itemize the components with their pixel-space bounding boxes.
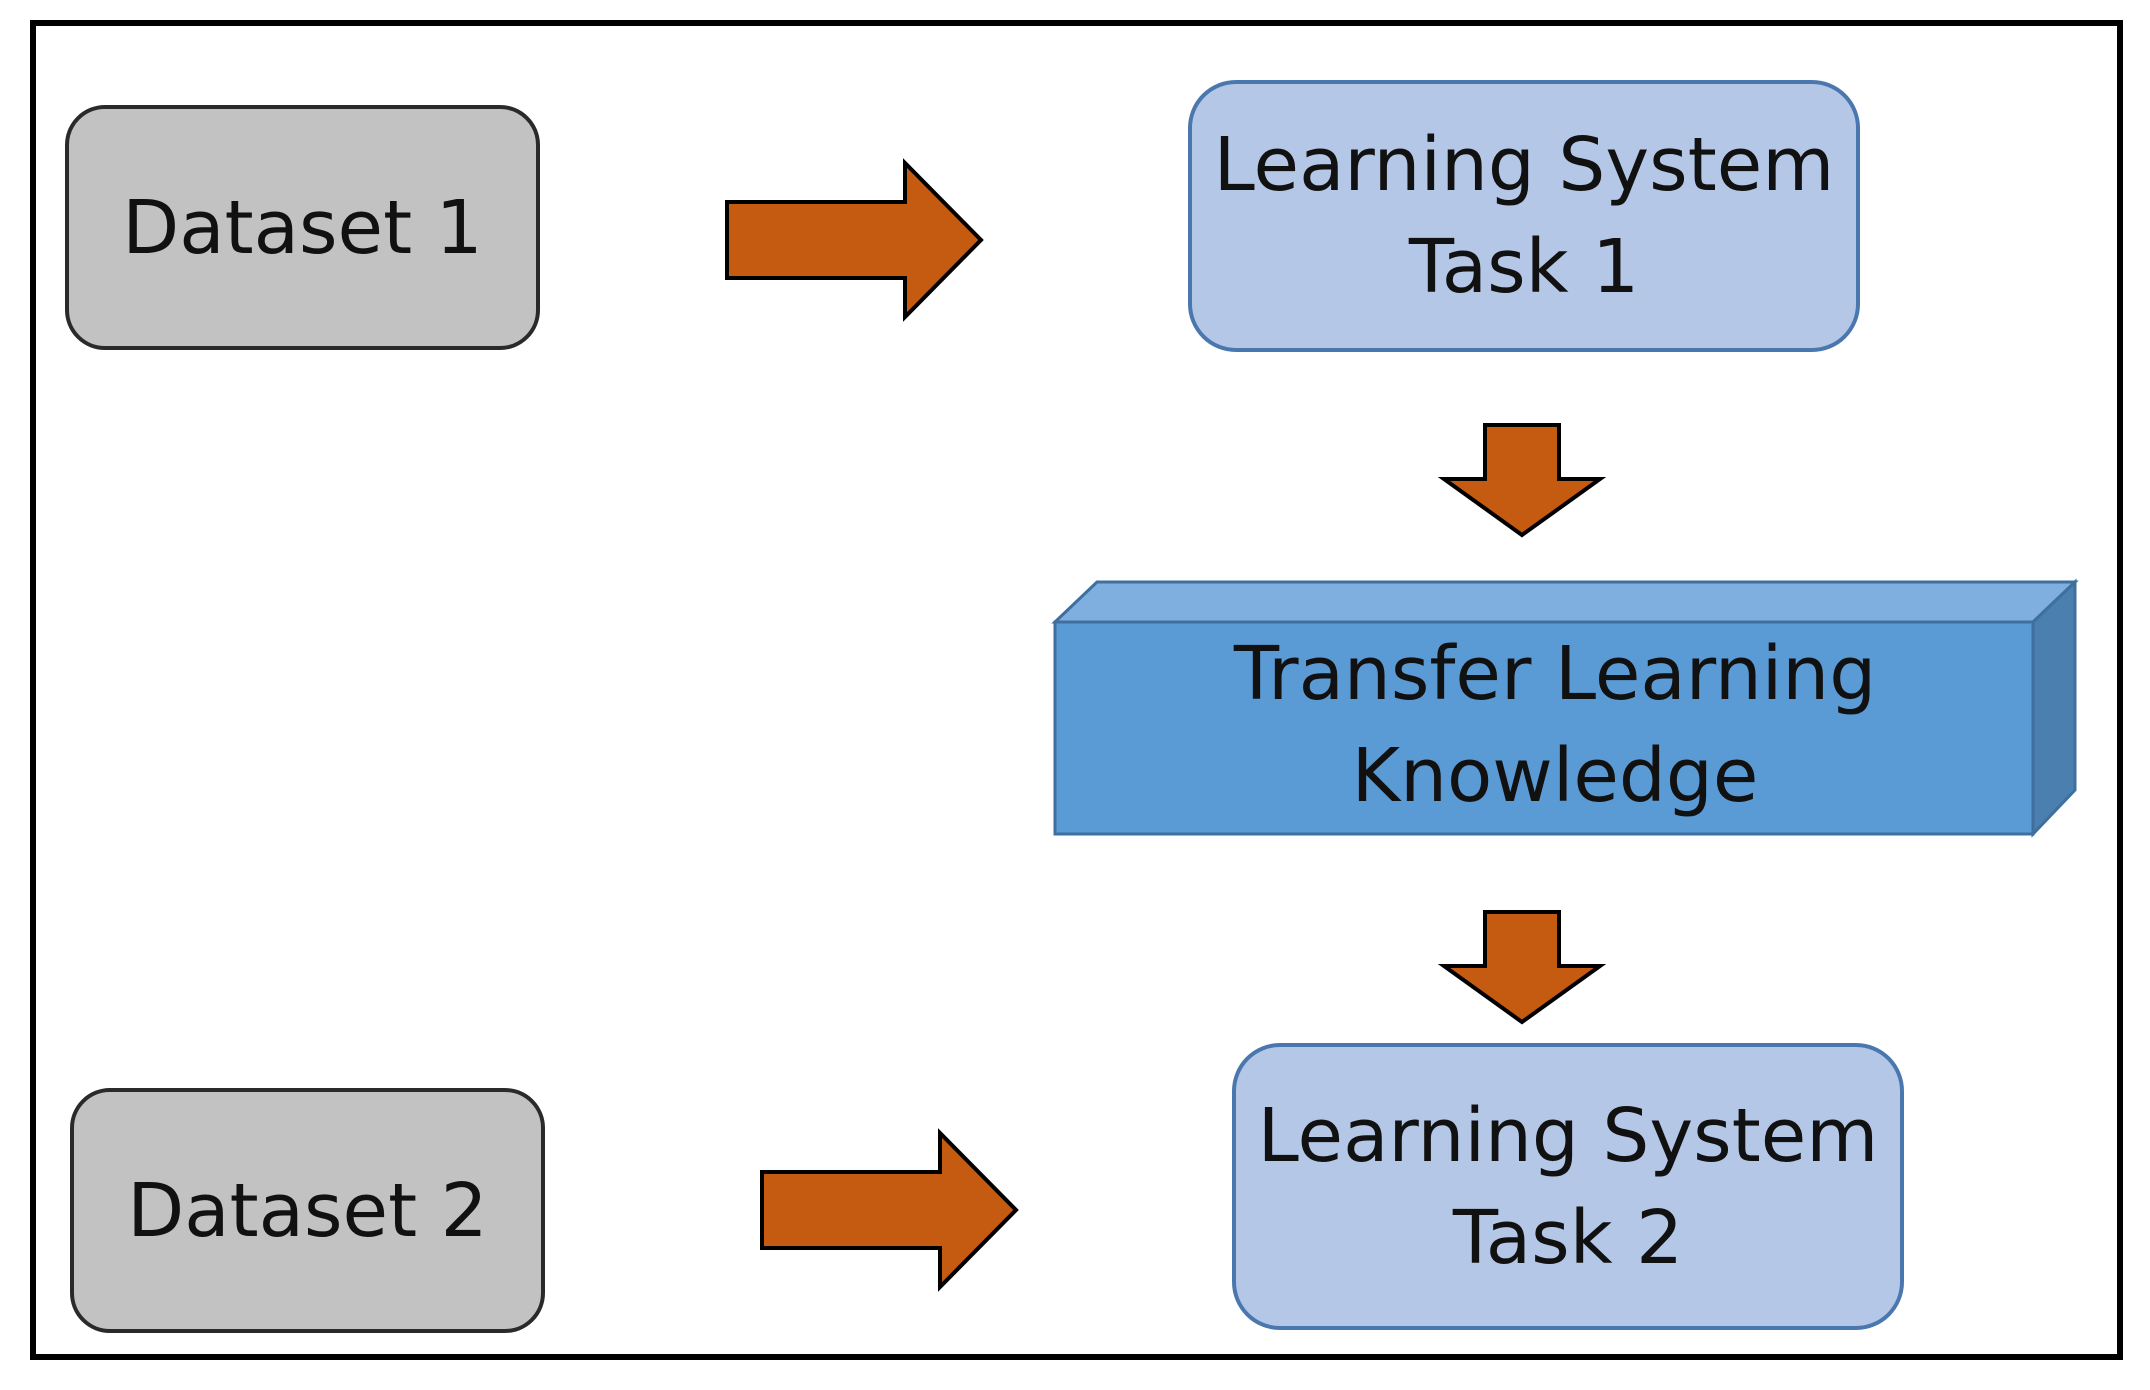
dataset-1-label: Dataset 1 — [122, 184, 483, 271]
transfer-learning-knowledge-block — [1051, 578, 2079, 838]
transfer-learning-knowledge-line1: Transfer Learning — [1233, 631, 1877, 717]
knowledge-block-top-face — [1051, 580, 2079, 624]
dataset-2-label: Dataset 2 — [127, 1167, 488, 1254]
learning-system-task-1-box: Learning System Task 1 — [1188, 80, 1860, 352]
learning-system-task-2-box: Learning System Task 2 — [1232, 1043, 1904, 1330]
arrow-down-icon — [1437, 910, 1607, 1025]
knowledge-block-front-face — [1053, 620, 2035, 836]
learning-system-task-1-line2: Task 1 — [1408, 224, 1640, 310]
transfer-learning-knowledge-line2: Knowledge — [1351, 733, 1759, 819]
transfer-learning-knowledge-text: Transfer Learning Knowledge — [1055, 620, 2055, 830]
dataset-2-box: Dataset 2 — [70, 1088, 545, 1333]
learning-system-task-2-line2: Task 2 — [1452, 1194, 1684, 1281]
arrow-right-icon — [725, 158, 984, 322]
learning-system-task-1-line1: Learning System — [1213, 122, 1835, 208]
arrow-right-icon — [760, 1128, 1019, 1292]
arrow-down-icon — [1437, 423, 1607, 538]
dataset-1-box: Dataset 1 — [65, 105, 540, 350]
learning-system-task-2-line1: Learning System — [1257, 1092, 1879, 1179]
